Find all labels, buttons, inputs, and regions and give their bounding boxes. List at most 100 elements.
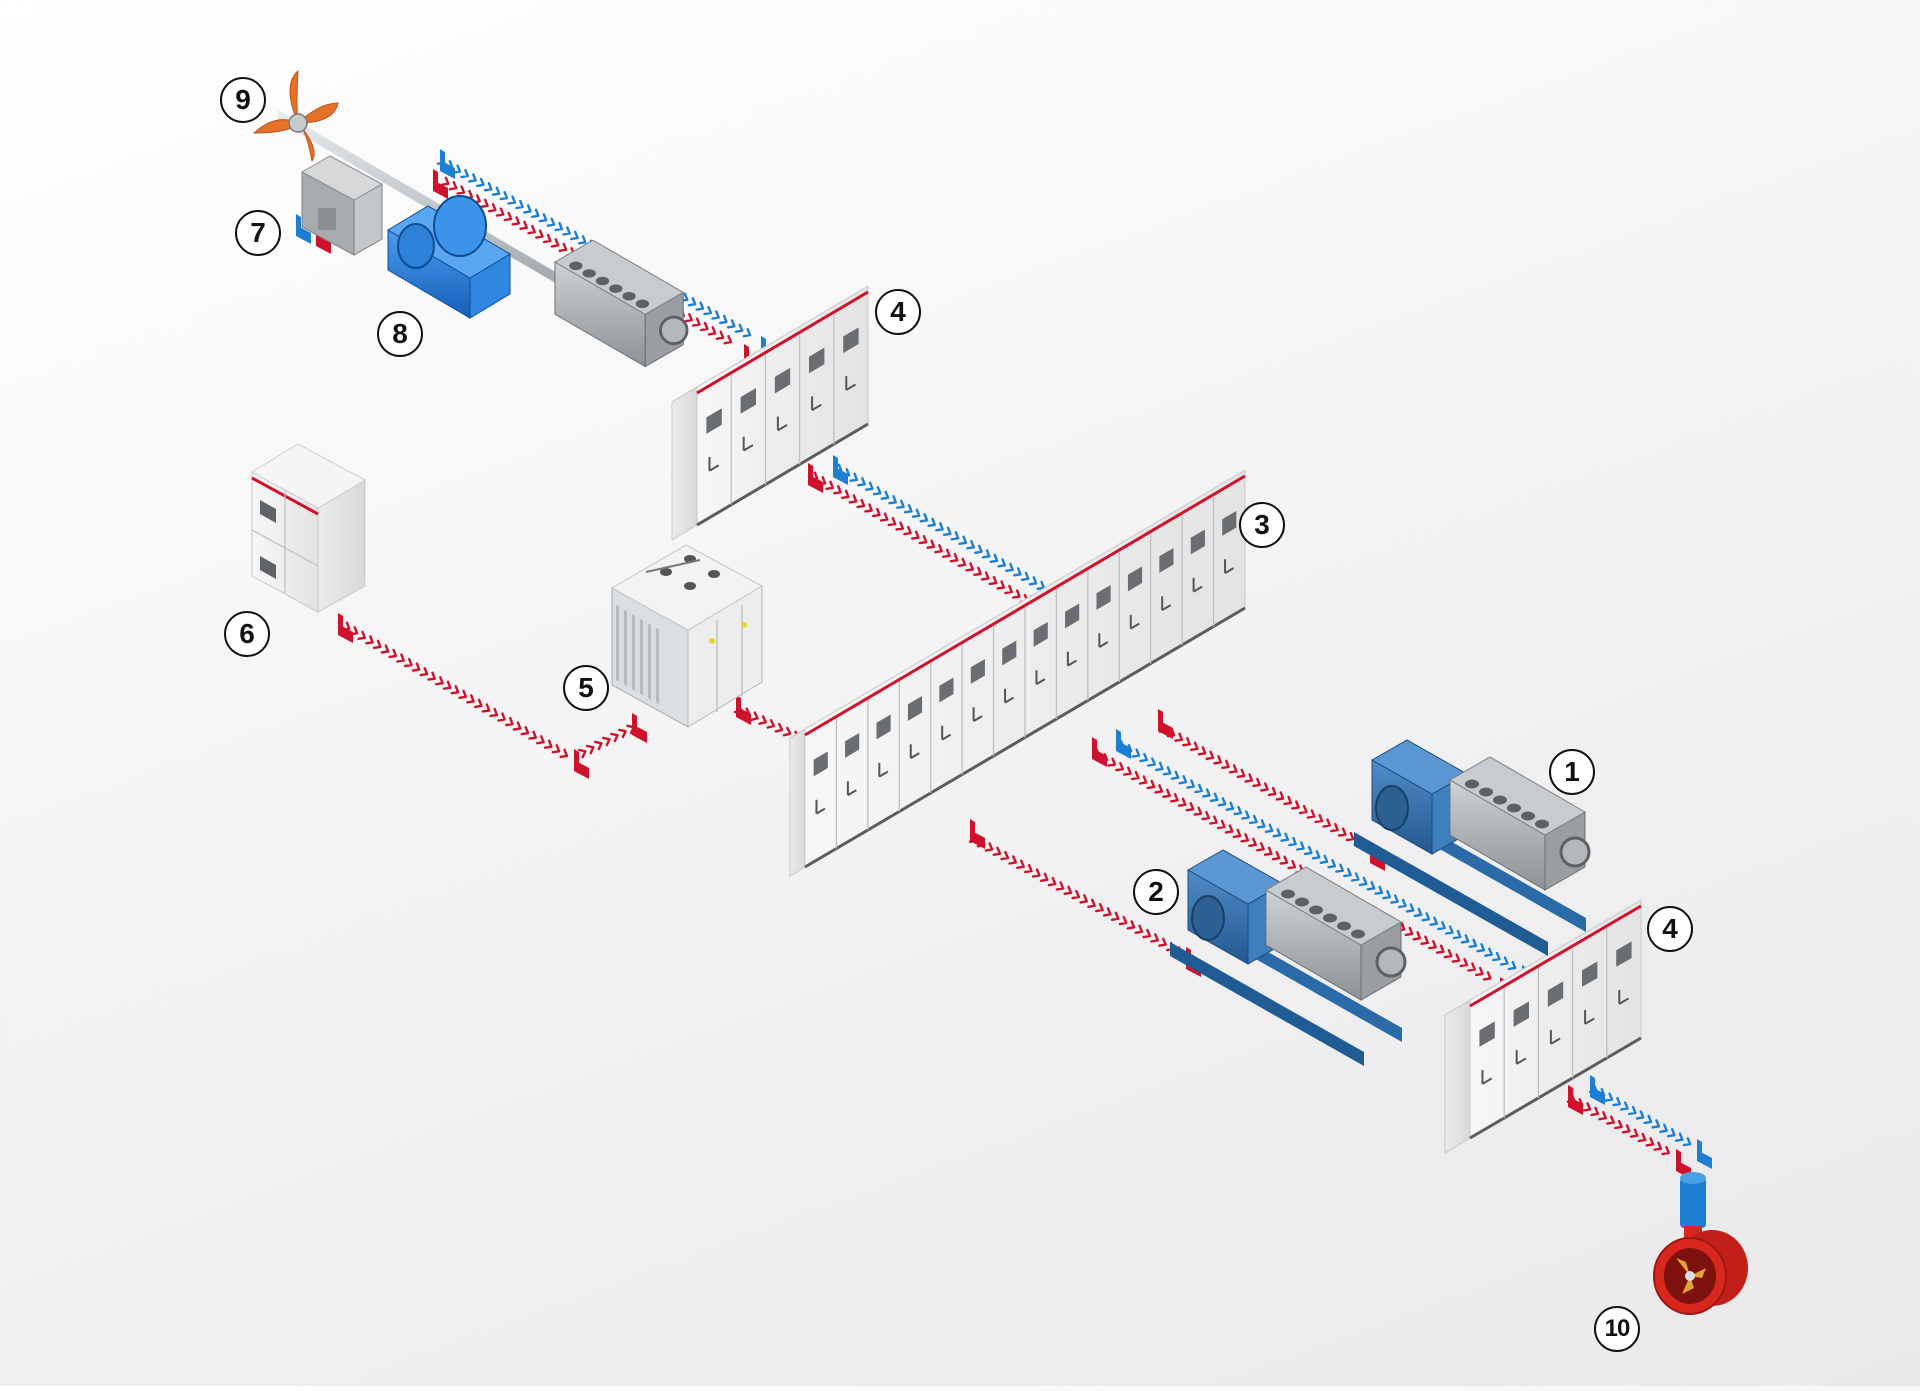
power-tab-msb-conv2 [1092, 737, 1107, 767]
panel-handle [1098, 641, 1109, 648]
power-line-transformer-riser [577, 724, 635, 759]
connector-face [1590, 1086, 1605, 1105]
propeller-shaft [278, 110, 595, 306]
callout-4-lower: 4 [1647, 906, 1693, 952]
propulsion-engine [553, 239, 689, 368]
callout-10: 10 [1594, 1306, 1640, 1352]
connector-face [1568, 1096, 1583, 1115]
shaft-motor [300, 155, 384, 256]
converter-cabinet-lower [1444, 899, 1642, 1154]
control-tab-msb-conv2 [1116, 729, 1131, 759]
control-tab-conv [833, 455, 848, 485]
cabinet-side [789, 728, 806, 877]
cabinet-stripe [804, 474, 1246, 737]
callout-label: 1 [1564, 756, 1580, 787]
connector-riser [1116, 729, 1121, 743]
skid-rail [1354, 832, 1548, 956]
converter-cabinet-upper [671, 285, 869, 541]
engine-top [1448, 756, 1587, 836]
panel-window [1479, 1021, 1495, 1047]
callout-9: 9 [220, 77, 266, 123]
thruster-motor [1680, 1178, 1706, 1228]
callout-label: 4 [890, 296, 906, 327]
engine-pulley [1559, 836, 1591, 868]
cabinet-stripe [1469, 904, 1642, 1008]
engine-cylinder [635, 299, 650, 309]
callout-7: 7 [235, 210, 281, 256]
connector-face [433, 180, 448, 199]
panel-window [1033, 621, 1048, 647]
connector-riser [296, 214, 301, 228]
callout-2: 2 [1133, 869, 1179, 915]
motor-top [300, 155, 384, 201]
panel-handle [1130, 622, 1140, 630]
connector-riser [833, 455, 838, 469]
callout-8: 8 [377, 311, 423, 357]
transformer [610, 544, 764, 728]
callout-label: 7 [250, 217, 266, 248]
panel-window [774, 367, 791, 394]
gearbox-housing [433, 195, 487, 257]
shaft-body [278, 110, 595, 306]
panel-window [907, 695, 923, 721]
gearbox [387, 195, 511, 319]
engine-cylinder [1493, 795, 1507, 805]
connector-face [1116, 740, 1131, 759]
engine-cylinder [609, 284, 623, 293]
callout-label: 4 [1662, 913, 1678, 944]
panel-handle [708, 464, 720, 472]
panel-handle [1193, 585, 1203, 593]
propeller-hub [288, 113, 308, 133]
dist-top [250, 443, 367, 509]
power-tab-prop-start [433, 169, 448, 199]
skid-rail [1170, 942, 1364, 1066]
control-tab-prop-start [440, 149, 455, 179]
panel-window [1002, 640, 1017, 666]
generator-set-1 [1354, 739, 1591, 956]
connector-face [1158, 720, 1173, 739]
connector-face [833, 466, 848, 485]
connector-riser [1092, 737, 1097, 751]
connector-riser [1697, 1139, 1702, 1153]
engine-cylinder [1281, 889, 1295, 899]
panel-handle [1067, 659, 1077, 667]
connector-face [970, 830, 985, 849]
panel-window [843, 327, 859, 354]
panel-handle [1481, 1077, 1493, 1085]
power-tab-msb-gen1 [1158, 709, 1173, 739]
connector-face [632, 724, 647, 743]
chevron-run [577, 724, 635, 759]
panel-window [970, 658, 985, 684]
panel-window [706, 408, 722, 434]
panel-window [1096, 584, 1111, 610]
bushing [708, 570, 720, 578]
callout-4-upper: 4 [875, 289, 921, 335]
panel-handle [815, 807, 826, 815]
panel-handle [878, 770, 889, 778]
panel-handle [1584, 1017, 1595, 1025]
panel-window [1159, 547, 1174, 573]
generator-set-2 [1170, 849, 1407, 1066]
panel-handle [743, 444, 754, 452]
panel-handle [973, 715, 983, 722]
panel-window [1582, 961, 1598, 987]
connector-riser [1676, 1149, 1681, 1163]
connector-face [296, 225, 311, 244]
panel-handle [845, 383, 857, 391]
connector-riser [632, 713, 637, 727]
control-line-conv-msb [833, 463, 1046, 590]
chevron-run [833, 463, 1046, 590]
bushing [684, 582, 696, 590]
transformer-fins [616, 605, 660, 705]
panel-handle [1224, 567, 1235, 574]
callout-5: 5 [563, 665, 609, 711]
engine-pulley [1375, 946, 1407, 978]
panel-handle [910, 752, 920, 759]
callout-6: 6 [224, 611, 270, 657]
engine-cylinder [582, 269, 596, 278]
connector-riser [1158, 709, 1163, 723]
bushing [660, 568, 672, 576]
chevron-run [341, 621, 569, 758]
generator-endcap [1375, 785, 1409, 831]
panel-handle [1004, 696, 1015, 704]
